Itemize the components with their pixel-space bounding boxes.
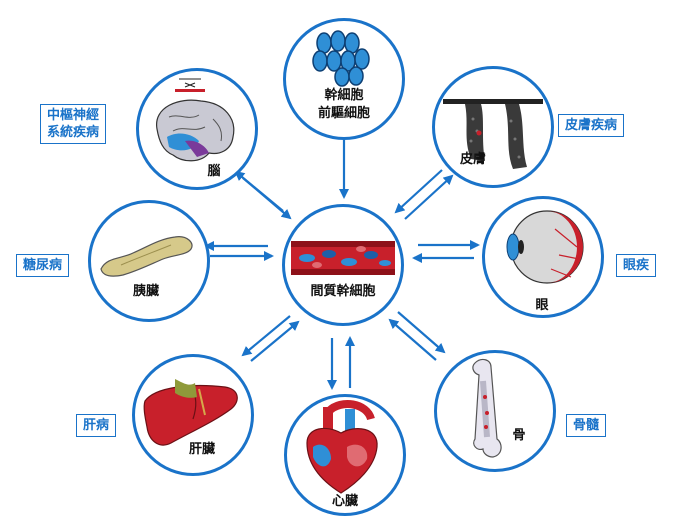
heart-label: 心臟: [331, 494, 358, 509]
liver-icon: [143, 379, 238, 446]
heart-icon: [306, 400, 378, 494]
liver-node: 肝臟: [132, 354, 254, 476]
stem-label-line1: 幹細胞: [324, 88, 364, 103]
bone-node: 骨: [434, 350, 556, 472]
tag-liver-disease: 肝病: [76, 414, 117, 437]
skin-label: 皮膚: [459, 152, 486, 167]
skin-icon: [443, 99, 543, 169]
pancreas-node: 胰臟: [88, 200, 210, 322]
arrow-center-to-skin: [404, 174, 454, 220]
bone-label: 骨: [512, 428, 526, 443]
tag-diabetes: 糖尿病: [16, 254, 70, 277]
eye-icon: [506, 210, 584, 284]
blood-vessel-icon: [291, 241, 395, 275]
pancreas-label: 胰臟: [132, 284, 159, 299]
arrow-center-to-liver: [241, 315, 291, 357]
arrow-liver-to-center: [250, 320, 300, 362]
tag-cns-line1: 中樞神經: [47, 108, 100, 123]
stem-label-line2: 前驅細胞: [317, 106, 370, 121]
skin-node: 皮膚: [432, 66, 554, 188]
brain-node: 腦: [136, 68, 258, 190]
tag-cns-line2: 系統疾病: [47, 125, 100, 140]
brain-label: 腦: [207, 164, 221, 179]
tag-eye-disease: 眼疾: [616, 254, 657, 277]
heart-node: 心臟: [284, 394, 406, 516]
bone-icon: [472, 358, 502, 458]
arrow-center-to-brain: [234, 170, 284, 212]
brain-icon: [156, 78, 235, 162]
eye-label: 眼: [535, 298, 549, 313]
arrow-bone-to-center: [388, 318, 437, 361]
tag-skin-disease: 皮膚疾病: [558, 114, 625, 137]
tag-cns-disease: 中樞神經 系統疾病: [40, 104, 107, 144]
eye-node: 眼: [482, 196, 604, 318]
tag-bone-marrow: 骨髓: [566, 414, 607, 437]
arrow-skin-to-center: [394, 169, 443, 214]
stem-cell-node: 幹細胞 前驅細胞: [283, 18, 405, 140]
pancreas-icon: [100, 236, 193, 277]
liver-label: 肝臟: [188, 442, 215, 457]
center-node: 間質幹細胞: [282, 204, 404, 326]
center-label: 間質幹細胞: [310, 284, 376, 299]
stem-cells-icon: [312, 30, 370, 87]
arrow-center-to-bone: [397, 311, 446, 354]
